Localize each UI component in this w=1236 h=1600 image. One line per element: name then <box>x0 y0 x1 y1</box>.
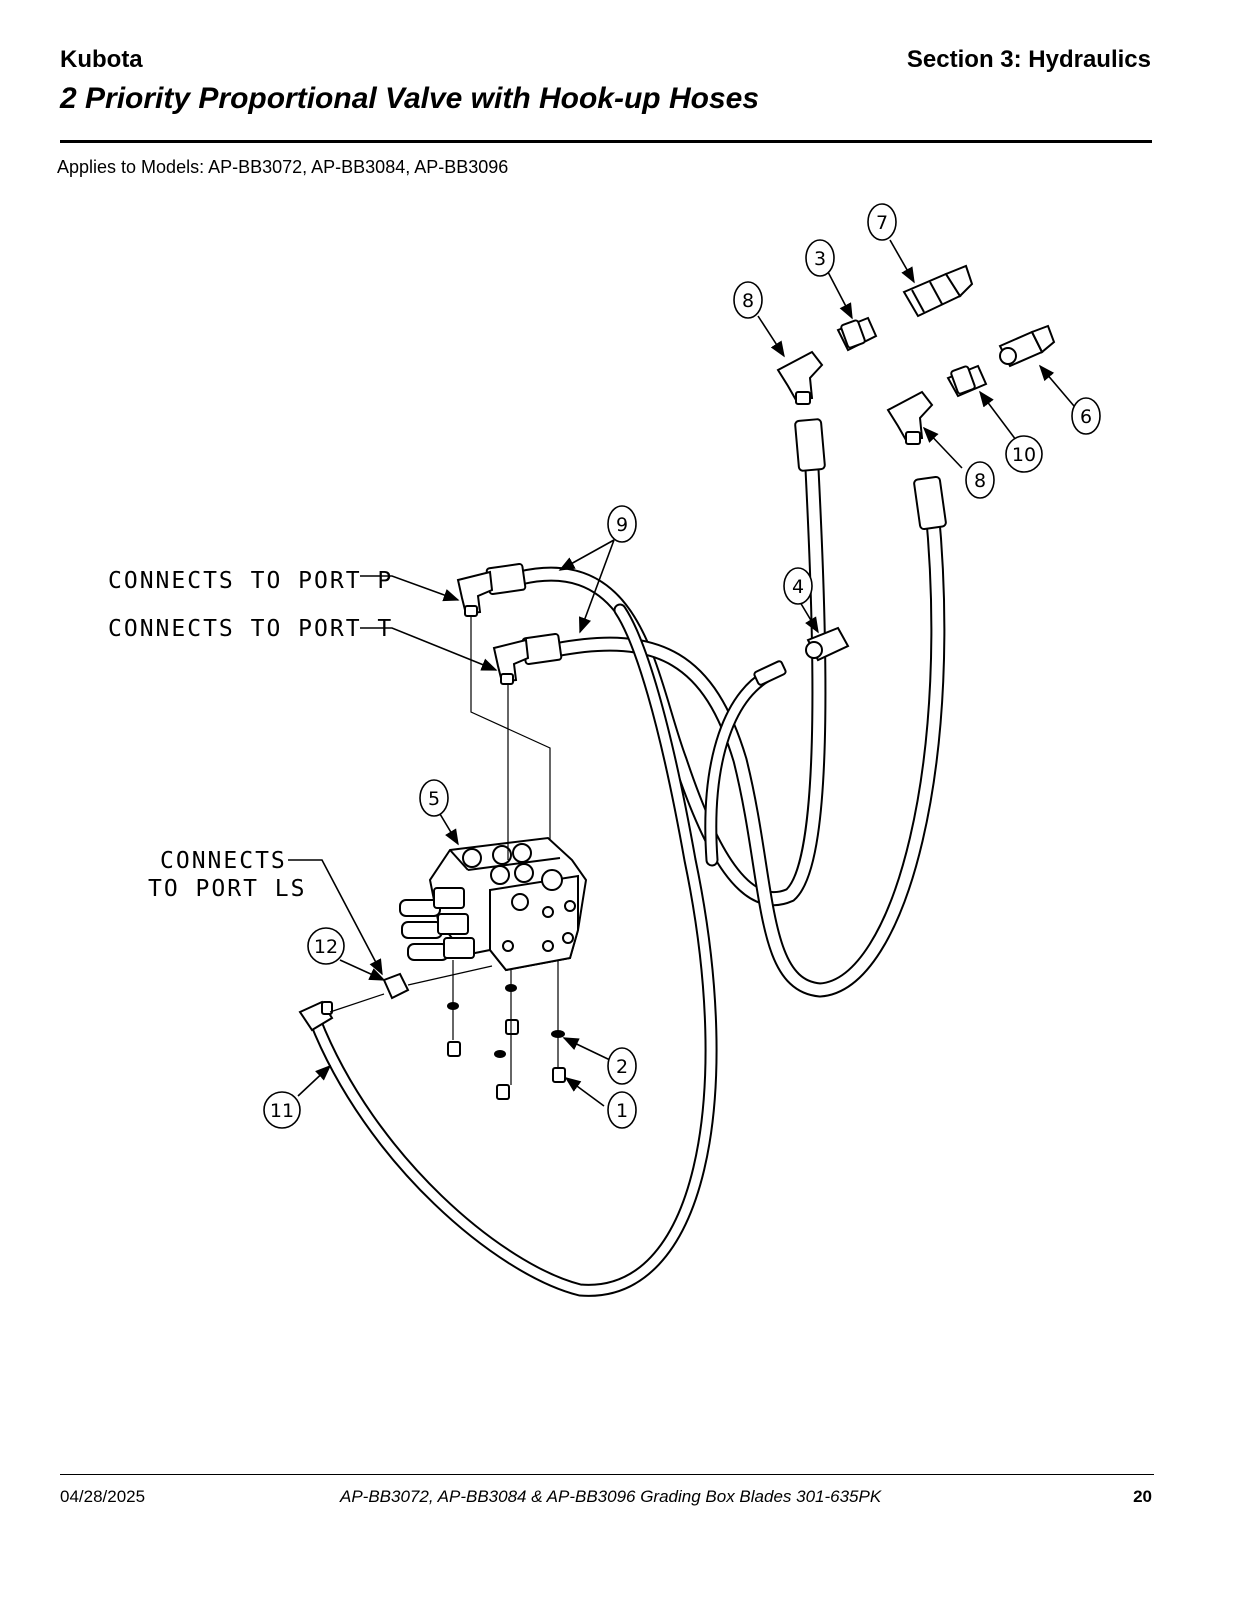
callout-bubbles: 7 3 8 6 10 8 9 4 5 12 2 1 11 <box>263 203 1101 1129</box>
bolts-and-orings <box>447 984 566 1100</box>
svg-text:4: 4 <box>792 576 804 598</box>
callout-2: 2 <box>607 1047 637 1085</box>
callout-12: 12 <box>307 927 345 965</box>
svg-text:10: 10 <box>1012 444 1036 466</box>
ls-fittings <box>298 972 410 1032</box>
svg-text:2: 2 <box>616 1056 628 1078</box>
note-port-p: CONNECTS TO PORT P <box>108 568 393 594</box>
callout-5: 5 <box>419 779 449 817</box>
svg-text:12: 12 <box>314 936 338 958</box>
footer-date: 04/28/2025 <box>60 1487 146 1506</box>
footer-rule <box>60 1474 1154 1475</box>
hose-11-ls <box>308 603 718 1297</box>
callout-arrows <box>288 239 1075 1107</box>
note-port-ls-line1: CONNECTS <box>160 848 287 874</box>
hose-9-t <box>547 482 946 998</box>
svg-text:8: 8 <box>742 290 754 312</box>
callout-11: 11 <box>263 1091 301 1129</box>
svg-text:7: 7 <box>876 212 888 234</box>
assembly-lines <box>329 616 559 1085</box>
page-number: 20 <box>1133 1487 1152 1506</box>
header-rule <box>60 140 1152 143</box>
note-port-t: CONNECTS TO PORT T <box>108 616 393 642</box>
page-title: 2 Priority Proportional Valve with Hook-… <box>60 82 760 115</box>
svg-text:6: 6 <box>1080 406 1092 428</box>
callout-6: 6 <box>1071 397 1101 435</box>
hose-ferrules <box>485 418 947 686</box>
callout-10: 10 <box>1005 435 1043 473</box>
svg-text:5: 5 <box>428 788 440 810</box>
brand-name: Kubota <box>60 46 143 73</box>
callout-9: 9 <box>607 505 637 543</box>
callout-1: 1 <box>607 1091 637 1129</box>
svg-text:9: 9 <box>616 514 628 536</box>
section-title: Section 3: Hydraulics <box>906 46 1151 73</box>
callout-8-upper: 8 <box>733 281 763 319</box>
callout-7: 7 <box>867 203 897 241</box>
port-notes: CONNECTS TO PORT P CONNECTS TO PORT T CO… <box>108 568 393 902</box>
hoses <box>308 422 946 1297</box>
valve-block-5 <box>399 836 588 972</box>
svg-text:1: 1 <box>616 1100 628 1122</box>
svg-text:8: 8 <box>974 470 986 492</box>
fittings-upper <box>776 264 1056 662</box>
svg-text:11: 11 <box>270 1100 294 1122</box>
callout-8-lower: 8 <box>965 461 995 499</box>
callout-3: 3 <box>805 239 835 277</box>
callout-4: 4 <box>783 567 813 605</box>
footer-document-title: AP-BB3072, AP-BB3084 & AP-BB3096 Grading… <box>340 1487 882 1506</box>
svg-text:3: 3 <box>814 248 826 270</box>
elbow-fittings-hose9 <box>456 570 530 685</box>
applies-to-models: Applies to Models: AP-BB3072, AP-BB3084,… <box>57 157 509 177</box>
note-port-ls-line2: TO PORT LS <box>148 876 306 902</box>
